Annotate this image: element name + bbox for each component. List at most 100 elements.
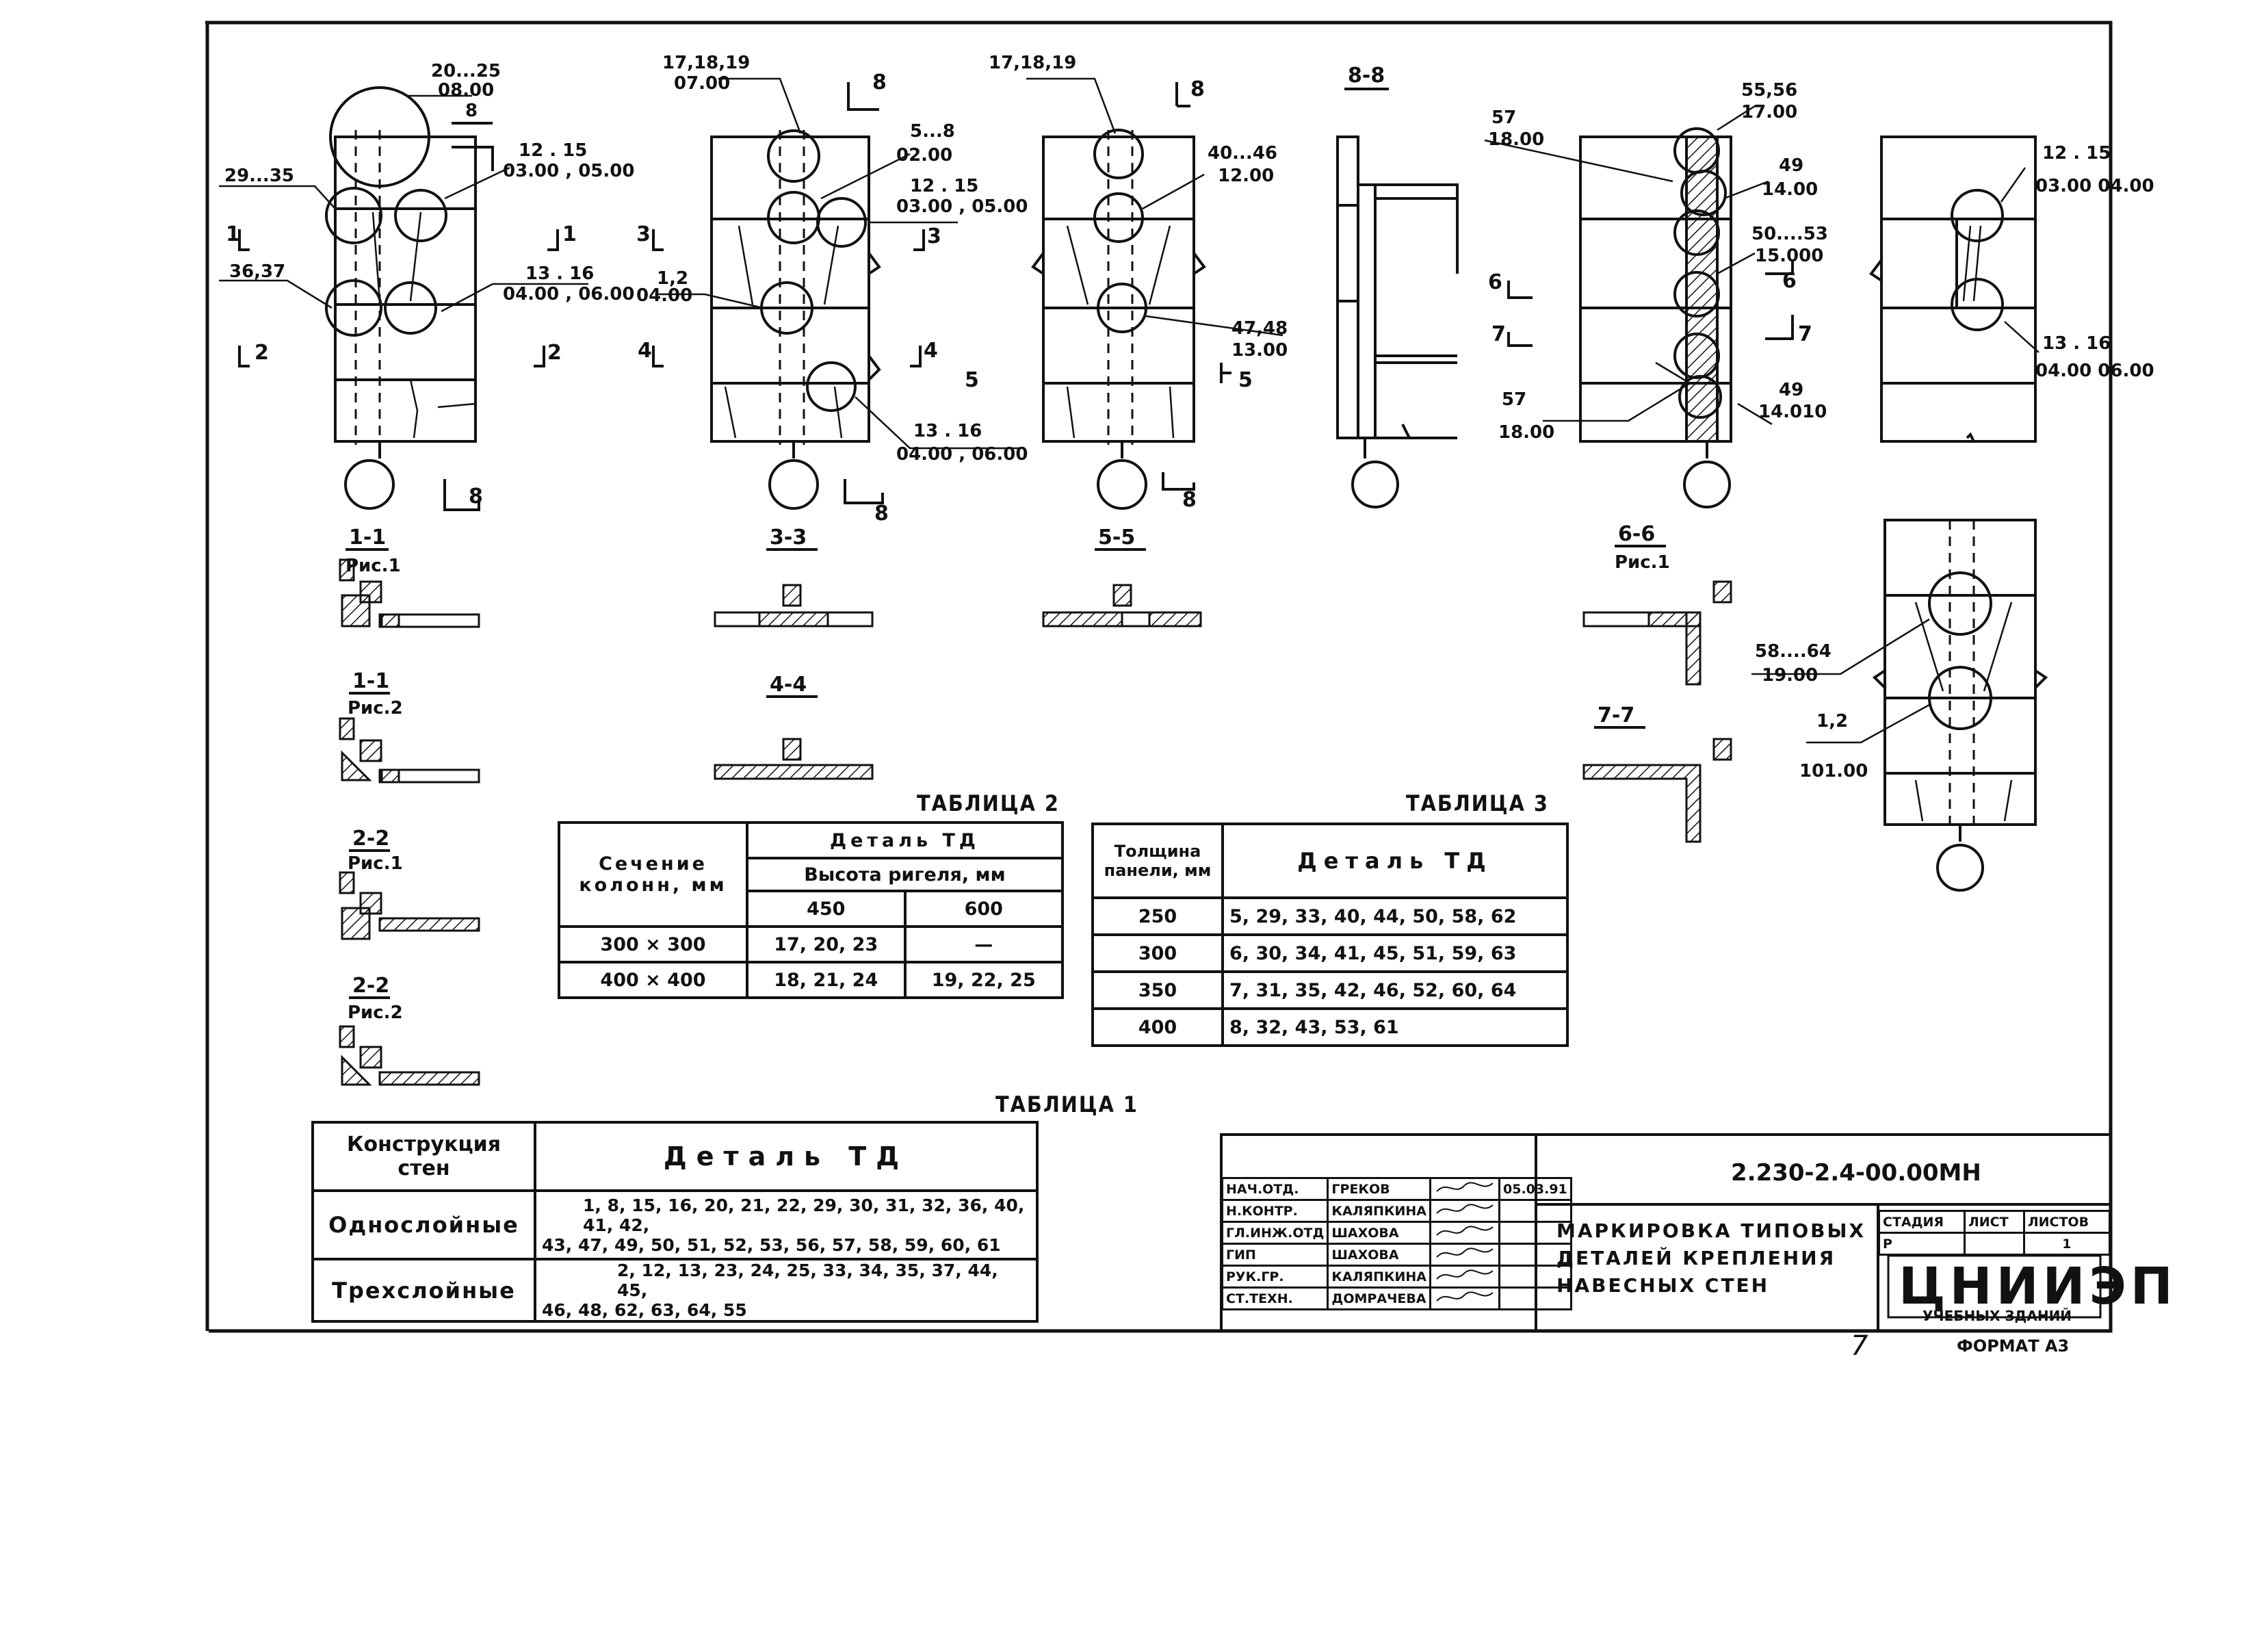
signature-date (1498, 1221, 1572, 1245)
table3-cell: 7, 31, 35, 42, 46, 52, 60, 64 (1221, 970, 1569, 1010)
table2-cell: 17, 20, 23 (746, 925, 907, 963)
label: 8-8 (1348, 64, 1385, 88)
signature-name: КАЛЯПКИНА (1327, 1265, 1432, 1289)
label: 08.00 (438, 80, 494, 101)
section-label: 2-2 (352, 974, 389, 998)
signature-name: ШАХОВА (1327, 1243, 1432, 1267)
label: 17,18,19 (989, 53, 1076, 73)
signature-name: ДОМРАЧЕВА (1327, 1286, 1432, 1310)
table1-construction-header: Конструкция стен (311, 1121, 536, 1192)
table3-detail-header: Деталь ТД (1221, 823, 1569, 899)
label: 13.00 (1231, 340, 1288, 361)
figure-f (1869, 135, 2039, 443)
label: 1,2 (1816, 711, 1848, 732)
table1-caption: ТАБЛИЦА 1 (995, 1091, 1138, 1117)
label: 55,56 (1741, 80, 1797, 101)
label: 1,2 (657, 268, 688, 289)
label: 13 . 16 (913, 421, 982, 441)
section-label: 6-6 (1618, 522, 1655, 546)
table1-detail-line: 1, 8, 15, 16, 20, 21, 22, 29, 30, 31, 32… (583, 1195, 1025, 1235)
signature-scribble (1436, 1247, 1494, 1258)
label: 1 (226, 222, 240, 246)
table2-col-450: 450 (746, 890, 907, 928)
label: 3 (636, 222, 651, 246)
table2-caption: ТАБЛИЦА 2 (917, 790, 1060, 816)
label: 5 (1238, 368, 1253, 392)
label: 2 (255, 341, 269, 365)
label: 13 . 16 (2042, 333, 2111, 354)
label: 6 (1782, 269, 1797, 293)
section-details (339, 558, 1732, 1086)
table1-type-cell: Однослойные (311, 1189, 536, 1260)
figure-a (219, 86, 588, 511)
sheet-value (1963, 1232, 2025, 1256)
label: 8 (469, 484, 483, 508)
signature-role: РУК.ГР. (1221, 1265, 1329, 1289)
sheet-header: ЛИСТ (1963, 1210, 2025, 1234)
sheets-value: 1 (2022, 1232, 2111, 1256)
section-label: 2-2 (352, 827, 389, 851)
figure-b (652, 77, 1019, 510)
table3-cell: 300 (1091, 933, 1224, 973)
label: 6 (1488, 270, 1502, 294)
label: 57 (1491, 107, 1516, 128)
sheet-title-line-1: МАРКИРОВКА ТИПОВЫХ (1556, 1219, 1866, 1242)
label: 7 (1491, 322, 1506, 346)
table1-type-cell: Трехслойные (311, 1258, 536, 1323)
signature-row: СТ.ТЕХН.ДОМРАЧЕВА (1221, 1286, 1572, 1310)
label: 4 (638, 339, 652, 363)
label: 14.00 (1762, 179, 1818, 200)
table1-detail-cell: 2, 12, 13, 23, 24, 25, 33, 34, 35, 37, 4… (534, 1258, 1039, 1323)
signature-scribble (1436, 1226, 1494, 1236)
table2-detail-header: Деталь ТД (746, 821, 1064, 859)
label: 03.00 , 05.00 (896, 196, 1028, 217)
signature-role: ГИП (1221, 1243, 1329, 1267)
label: 29...35 (224, 166, 294, 186)
table1-detail-line: 2, 12, 13, 23, 24, 25, 33, 34, 35, 37, 4… (617, 1260, 998, 1300)
label: 15.000 (1755, 246, 1823, 266)
label: 36,37 (229, 261, 285, 282)
table1-detail-line: 46, 48, 62, 63, 64, 55 (542, 1300, 747, 1320)
table2-section-header: Сечение колонн, мм (558, 821, 748, 928)
table1-detail-line: 43, 47, 49, 50, 51, 52, 53, 56, 57, 58, … (542, 1234, 1001, 1255)
label: 8 (872, 70, 887, 94)
table3-cell: 8, 32, 43, 53, 61 (1221, 1007, 1569, 1047)
table3-cell: 350 (1091, 970, 1224, 1010)
table2-cell: 18, 21, 24 (746, 961, 907, 999)
label: 04.00 , 06.00 (503, 284, 634, 305)
org-subtitle: УЧЕБНЫХ ЗДАНИЙ (1922, 1308, 2072, 1324)
label: 49 (1779, 155, 1803, 176)
figure-c (1026, 77, 1283, 510)
table1-detail-header: Деталь ТД (534, 1121, 1039, 1192)
label: 8 (874, 502, 889, 526)
label: 2 (547, 341, 562, 365)
label: 58....64 (1755, 641, 1832, 662)
signature-row: Н.КОНТР.КАЛЯПКИНА (1221, 1199, 1572, 1223)
signature-date (1498, 1265, 1572, 1289)
section-label: 5-5 (1098, 526, 1135, 549)
signature-sign (1429, 1243, 1501, 1267)
signature-sign (1429, 1221, 1501, 1245)
section-label: Рис.2 (348, 698, 403, 719)
label: 17.00 (1741, 102, 1797, 122)
label: 12 . 15 (2042, 143, 2111, 164)
label: 07.00 (674, 73, 730, 94)
table2-cell: — (903, 925, 1064, 963)
label: 04.00 , 06.00 (896, 444, 1028, 465)
table1: Конструкция стен Деталь ТД Однослойные 1… (311, 1121, 1039, 1323)
label: 12 . 15 (519, 140, 587, 161)
label: 47,48 (1231, 318, 1288, 339)
section-label: Рис.1 (348, 853, 403, 874)
signature-date (1498, 1199, 1572, 1223)
label: 5 (965, 368, 979, 392)
label: 7 (1798, 322, 1812, 346)
table3-thickness-header: Толщина панели, мм (1091, 823, 1224, 899)
label: 40...46 (1208, 143, 1277, 164)
signature-date (1498, 1286, 1572, 1310)
section-label: 4-4 (770, 673, 807, 697)
sheet-title-line-3: НАВЕСНЫХ СТЕН (1556, 1274, 1769, 1297)
